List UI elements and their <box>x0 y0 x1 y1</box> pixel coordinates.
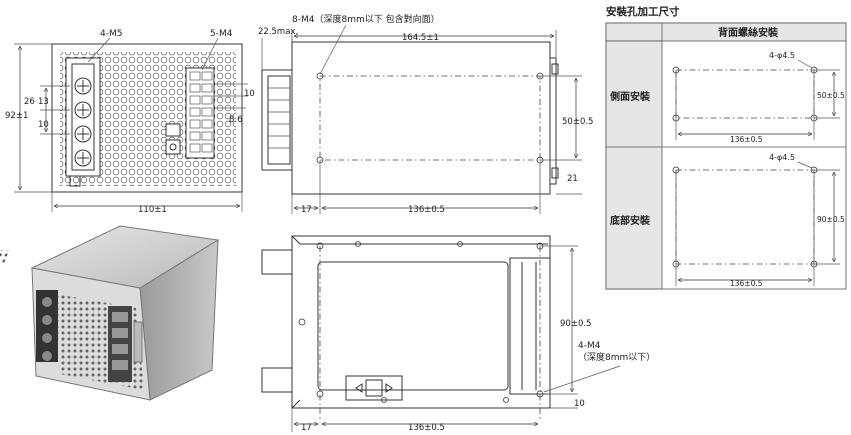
label-4m5: 4-M5 <box>100 29 122 39</box>
bottom-mount-hole-diagram: 4-φ4.5 90±0.5 136±0.5 <box>672 153 845 288</box>
dim-bottom-90: 90±0.5 <box>560 319 591 329</box>
dim-bottom-17: 17 <box>301 423 312 433</box>
dim-8-6: 8.6 <box>229 115 243 125</box>
mount-hole <box>316 72 324 80</box>
table-row1-label: 側面安裝 <box>609 90 651 103</box>
adjust-pot <box>165 123 181 137</box>
dim-164-5: 164.5±1 <box>402 33 439 43</box>
dim-22-5: 22.5max. <box>258 27 298 37</box>
dim-26: 26 <box>24 97 35 107</box>
table-row1-hole: 4-φ4.5 <box>769 51 795 60</box>
led-indicator <box>165 139 181 155</box>
side-mount-hole-diagram: 4-φ4.5 50±0.5 136±0.5 <box>672 51 845 144</box>
front-view: 92±1 26 13 10 10 8.6 110±1 4-M5 5-M4 <box>5 29 255 215</box>
bottom-view: 90±0.5 4-M4 （深度8mm以下） 10 17 136±0.5 <box>261 235 655 433</box>
table-row1-dim-v: 50±0.5 <box>817 91 845 100</box>
side-mounting-centerline <box>319 75 541 161</box>
dim-21: 21 <box>567 174 578 184</box>
table-row1-dim-h: 136±0.5 <box>730 135 763 144</box>
dim-bottom-10: 10 <box>574 399 585 409</box>
label-4m4-line1: 4-M4 <box>578 341 601 351</box>
dim-side-17: 17 <box>301 205 312 215</box>
table-row2-dim-h: 136±0.5 <box>730 279 763 288</box>
label-4m4-line2: （深度8mm以下） <box>578 351 655 363</box>
mounting-hole-table: 安裝孔加工尺寸 背面螺絲安裝 側面安裝 底部安裝 4-φ4.5 50±0.5 1… <box>605 5 847 290</box>
front-body-outline <box>51 43 243 193</box>
voltage-switch <box>345 375 403 401</box>
table-row2-label: 底部安裝 <box>610 214 651 227</box>
product-photo <box>0 225 220 401</box>
table-row2-hole: 4-φ4.5 <box>769 153 795 162</box>
dim-side-50: 50±0.5 <box>562 117 593 127</box>
dim-10-right: 10 <box>244 89 255 99</box>
bottom-label-area <box>317 261 509 391</box>
table-row2-dim-v: 90±0.5 <box>817 215 845 224</box>
side-body-outline <box>291 41 551 195</box>
dim-front-height: 92±1 <box>5 111 28 121</box>
table-title: 安裝孔加工尺寸 <box>606 5 680 18</box>
table-header: 背面螺絲安裝 <box>718 26 779 39</box>
dim-13: 13 <box>38 97 49 107</box>
dim-side-136: 136±0.5 <box>408 205 445 215</box>
dim-10-left: 10 <box>38 120 49 130</box>
side-view: 8-M4（深度8mm以下 包含對向面） 22.5max. 164.5±1 50±… <box>258 13 593 215</box>
side-terminal-profile <box>267 75 291 165</box>
label-5m4: 5-M4 <box>210 29 233 39</box>
label-8m4: 8-M4（深度8mm以下 包含對向面） <box>292 13 440 25</box>
dim-bottom-136: 136±0.5 <box>408 423 445 433</box>
dim-front-width: 110±1 <box>138 205 167 215</box>
